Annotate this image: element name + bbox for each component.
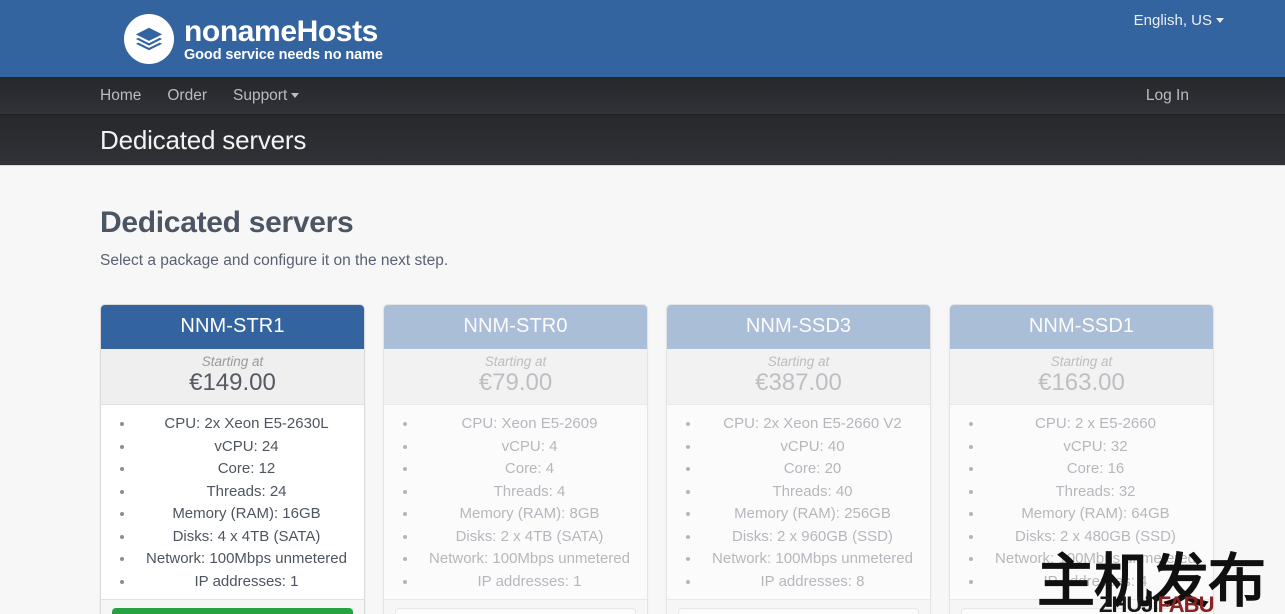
price-label: Starting at <box>1050 354 1113 369</box>
package-select-button[interactable]: Select <box>961 608 1202 614</box>
logo[interactable]: nonameHosts Good service needs no name <box>124 13 383 64</box>
spec-item: vCPU: 40 <box>701 436 924 459</box>
spec-item: Disks: 2 x 480GB (SSD) <box>984 526 1207 549</box>
section-title: Dedicated servers <box>100 206 354 239</box>
login-link[interactable]: Log In <box>1145 86 1189 104</box>
price-value: €149.00 <box>189 368 276 396</box>
language-selector-label: English, US <box>1133 12 1212 29</box>
spec-list: CPU: 2 x E5-2660vCPU: 32Core: 16Threads:… <box>950 413 1213 593</box>
language-selector[interactable]: English, US <box>1134 12 1224 29</box>
spec-item: Disks: 4 x 4TB (SATA) <box>135 526 358 549</box>
package-price-block: Starting at€79.00 <box>384 349 647 406</box>
spec-item: Memory (RAM): 256GB <box>701 503 924 526</box>
package-card-title: NNM-STR0 <box>384 305 647 349</box>
spec-item: CPU: 2 x E5-2660 <box>984 413 1207 436</box>
nav-items: Home Order Support <box>100 86 300 105</box>
spec-item: Memory (RAM): 64GB <box>984 503 1207 526</box>
spec-item: Network: 100Mbps unmetered <box>984 548 1207 571</box>
spec-item: CPU: Xeon E5-2609 <box>418 413 641 436</box>
section-subtitle: Select a package and configure it on the… <box>100 252 449 269</box>
price-label: Starting at <box>767 354 830 369</box>
nav-item-order[interactable]: Order <box>167 86 207 104</box>
package-select-button[interactable]: Select <box>395 608 636 614</box>
brand-name: nonameHosts <box>184 14 378 48</box>
spec-item: Memory (RAM): 16GB <box>135 503 358 526</box>
nav-item-support[interactable]: Support <box>232 86 300 105</box>
package-card-footer: Select <box>384 599 647 614</box>
package-spec-block: CPU: Xeon E5-2609vCPU: 4Core: 4Threads: … <box>384 405 647 600</box>
package-spec-block: CPU: 2x Xeon E5-2630LvCPU: 24Core: 12Thr… <box>101 405 364 600</box>
spec-item: CPU: 2x Xeon E5-2630L <box>135 413 358 436</box>
spec-item: Core: 16 <box>984 458 1207 481</box>
spec-item: Threads: 24 <box>135 481 358 504</box>
spec-item: IP addresses: 8 <box>701 571 924 594</box>
package-spec-block: CPU: 2 x E5-2660vCPU: 32Core: 16Threads:… <box>950 405 1213 600</box>
brand-tagline: Good service needs no name <box>184 46 383 63</box>
package-card-title: NNM-SSD1 <box>950 305 1213 349</box>
spec-item: Threads: 4 <box>418 481 641 504</box>
spec-item: vCPU: 24 <box>135 436 358 459</box>
spec-list: CPU: 2x Xeon E5-2630LvCPU: 24Core: 12Thr… <box>101 413 364 593</box>
package-price-block: Starting at€387.00 <box>667 349 930 406</box>
spec-item: Core: 12 <box>135 458 358 481</box>
nav-item-home[interactable]: Home <box>100 86 142 104</box>
main-navbar: Home Order Support Log In <box>0 77 1285 115</box>
package-card-title: NNM-STR1 <box>101 305 364 349</box>
package-spec-block: CPU: 2x Xeon E5-2660 V2vCPU: 40Core: 20T… <box>667 405 930 600</box>
spec-item: Network: 100Mbps unmetered <box>135 548 358 571</box>
brand-header: nonameHosts Good service needs no name E… <box>0 0 1285 77</box>
spec-item: IP addresses: 4 <box>984 571 1207 594</box>
price-value: €79.00 <box>478 368 553 396</box>
price-label: Starting at <box>201 354 264 369</box>
package-select-button[interactable]: Select <box>678 608 919 614</box>
spec-item: vCPU: 4 <box>418 436 641 459</box>
chevron-down-icon <box>1216 18 1224 23</box>
stacked-layers-icon <box>124 13 174 64</box>
spec-item: Disks: 2 x 960GB (SSD) <box>701 526 924 549</box>
spec-item: Network: 100Mbps unmetered <box>418 548 641 571</box>
package-selected-button[interactable]: Selected <box>112 608 353 614</box>
page-title: Dedicated servers <box>100 124 307 155</box>
spec-item: Threads: 32 <box>984 481 1207 504</box>
spec-item: IP addresses: 1 <box>135 571 358 594</box>
chevron-down-icon <box>291 92 300 98</box>
package-card-footer: Selected <box>101 599 364 614</box>
spec-item: Core: 20 <box>701 458 924 481</box>
spec-list: CPU: 2x Xeon E5-2660 V2vCPU: 40Core: 20T… <box>667 413 930 593</box>
price-label: Starting at <box>484 354 547 369</box>
spec-list: CPU: Xeon E5-2609vCPU: 4Core: 4Threads: … <box>384 413 647 593</box>
spec-item: IP addresses: 1 <box>418 571 641 594</box>
package-card-footer: Select <box>950 599 1213 614</box>
spec-item: Threads: 40 <box>701 481 924 504</box>
price-value: €387.00 <box>755 368 842 396</box>
package-price-block: Starting at€149.00 <box>101 349 364 406</box>
package-card-footer: Select <box>667 599 930 614</box>
page-header-strip: Dedicated servers <box>0 115 1285 166</box>
spec-item: Memory (RAM): 8GB <box>418 503 641 526</box>
spec-item: Network: 100Mbps unmetered <box>701 548 924 571</box>
nav-item-support-label: Support <box>232 86 288 104</box>
package-price-block: Starting at€163.00 <box>950 349 1213 406</box>
spec-item: CPU: 2x Xeon E5-2660 V2 <box>701 413 924 436</box>
package-card-title: NNM-SSD3 <box>667 305 930 349</box>
spec-item: vCPU: 32 <box>984 436 1207 459</box>
spec-item: Disks: 2 x 4TB (SATA) <box>418 526 641 549</box>
price-value: €163.00 <box>1038 368 1125 396</box>
main-content: Dedicated servers Select a package and c… <box>0 166 1285 614</box>
spec-item: Core: 4 <box>418 458 641 481</box>
